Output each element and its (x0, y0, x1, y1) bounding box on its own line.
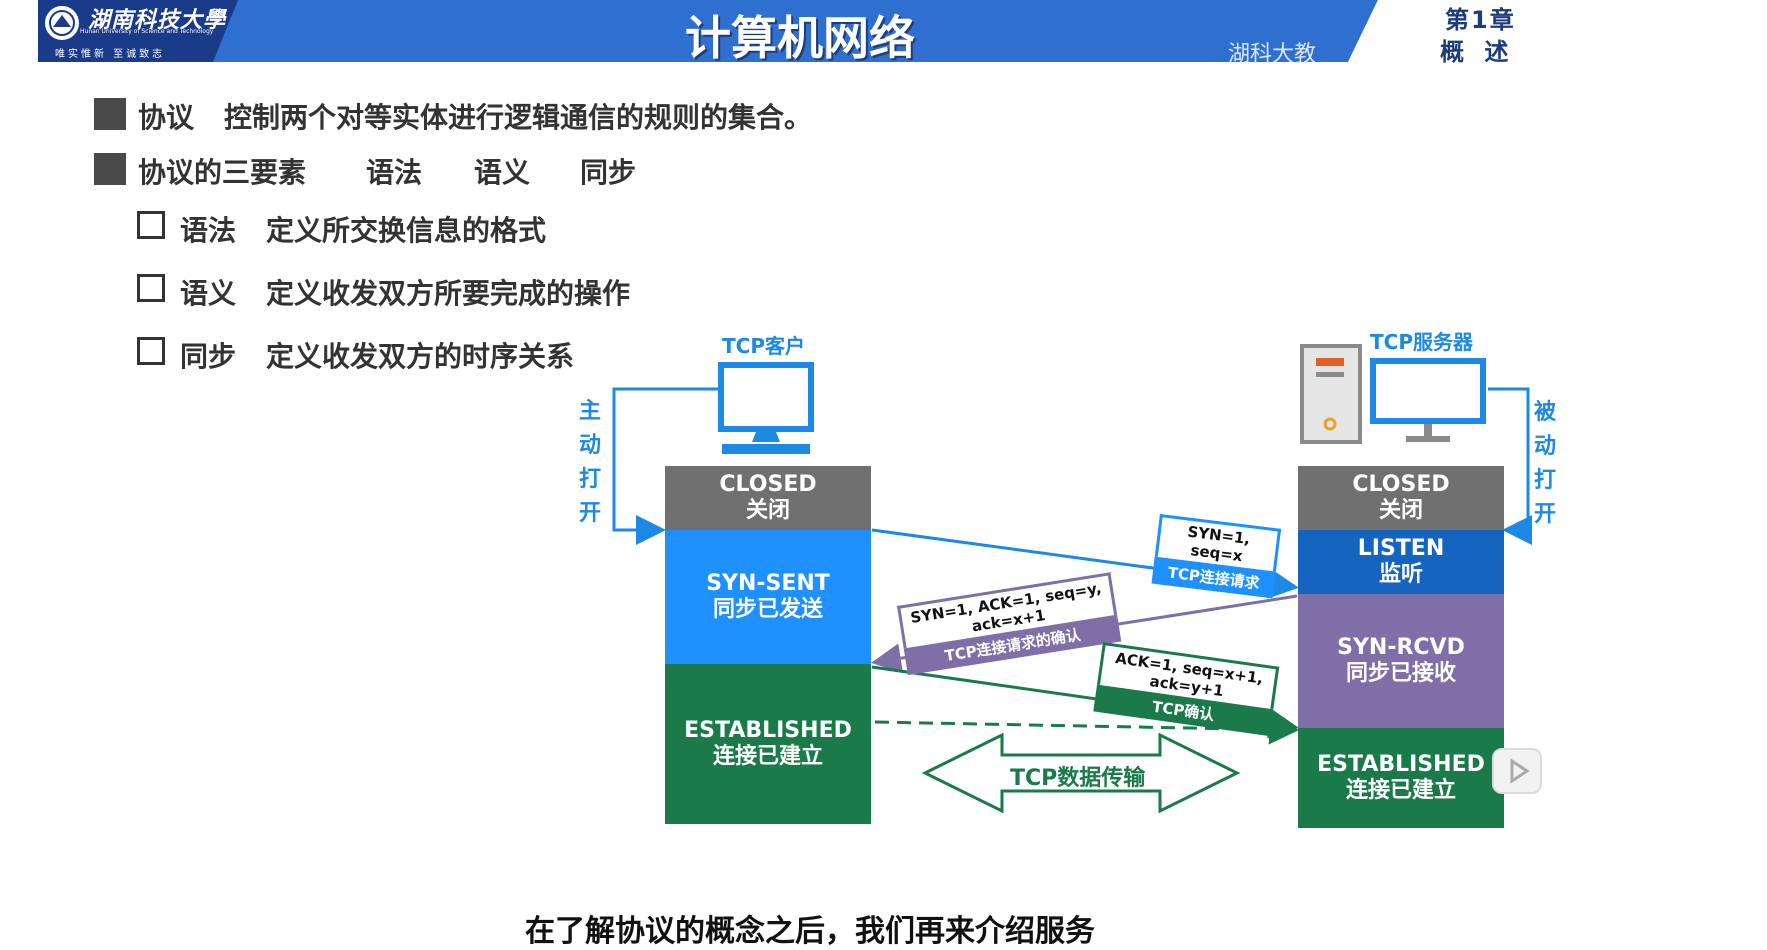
course-title: 计算机网络 (685, 11, 915, 65)
passive-open-char: 开 (1533, 502, 1556, 527)
data-transfer-label: TCP数据传输 (1010, 766, 1146, 791)
server-state-syn-rcvd: SYN-RCVD 同步已接收 (1298, 594, 1504, 728)
server-tower-icon (1300, 344, 1362, 444)
state-en: ESTABLISHED (1317, 752, 1485, 777)
bullet-square-icon (94, 98, 126, 130)
server-state-established: ESTABLISHED 连接已建立 (1298, 728, 1504, 828)
checkbox-bullet-icon (137, 211, 165, 239)
sub-bullet-description: 定义收发双方所要完成的操作 (266, 277, 631, 310)
server-label: TCP服务器 (1370, 330, 1473, 354)
bullet-square-icon (94, 153, 126, 185)
chapter-title: 概 述 (1440, 38, 1515, 66)
active-open-char: 开 (578, 501, 601, 526)
bullet-term: 协议的三要素 (138, 156, 307, 189)
active-open-char: 主 (578, 399, 601, 424)
play-button[interactable] (1492, 748, 1542, 794)
university-name: 湖南科技大學 (88, 7, 227, 33)
university-english-name: Hunan University of Science and Technolo… (80, 28, 214, 35)
video-subtitle: 在了解协议的概念之后，我们再来介绍服务 (525, 914, 1095, 949)
state-en: CLOSED (719, 472, 817, 497)
active-open-char: 打 (578, 467, 601, 492)
bullet-term: 协议 (138, 101, 195, 134)
element-semantics: 语义 (474, 156, 531, 189)
state-zh: 监听 (1378, 562, 1423, 587)
play-icon (1510, 758, 1530, 784)
client-state-closed: CLOSED 关闭 (665, 466, 871, 530)
server-state-listen: LISTEN 监听 (1298, 530, 1504, 594)
state-zh: 关闭 (745, 498, 790, 523)
state-en: ESTABLISHED (684, 718, 852, 743)
university-logo-icon (43, 4, 81, 42)
chapter-number: 第1章 (1445, 6, 1516, 34)
active-open-label: 主 动 打 开 (578, 395, 602, 531)
state-zh: 同步已发送 (712, 597, 823, 622)
bullet-description: 控制两个对等实体进行逻辑通信的规则的集合。 (224, 101, 813, 134)
sub-bullet-term: 同步 (180, 340, 237, 373)
monitor-icon (718, 362, 814, 454)
client-state-syn-sent: SYN-SENT 同步已发送 (665, 530, 871, 664)
passive-open-char: 打 (1533, 468, 1556, 493)
sub-bullet-description: 定义收发双方的时序关系 (266, 340, 575, 373)
header-banner (38, 0, 1767, 62)
university-motto: 唯实惟新 至诚致志 (55, 49, 166, 60)
sub-bullet-term: 语义 (180, 277, 237, 310)
passive-open-char: 动 (1533, 434, 1556, 459)
passive-open-label: 被 动 打 开 (1533, 396, 1557, 532)
server-state-closed: CLOSED 关闭 (1298, 466, 1504, 530)
syn-message-label: SYN=1, seq=x TCP连接请求 (1151, 514, 1282, 599)
state-en: CLOSED (1352, 472, 1450, 497)
channel-watermark: 湖科大教 (1228, 42, 1317, 67)
server-monitor-icon (1370, 358, 1486, 442)
checkbox-bullet-icon (137, 274, 165, 302)
state-zh: 连接已建立 (712, 744, 823, 769)
state-zh: 同步已接收 (1345, 661, 1456, 686)
state-en: SYN-RCVD (1337, 635, 1465, 660)
client-label: TCP客户 (722, 334, 805, 358)
checkbox-bullet-icon (137, 337, 165, 365)
sub-bullet-term: 语法 (180, 214, 237, 247)
client-state-established: ESTABLISHED 连接已建立 (665, 664, 871, 824)
state-zh: 连接已建立 (1345, 778, 1456, 803)
state-en: LISTEN (1357, 536, 1445, 561)
element-syntax: 语法 (366, 156, 423, 189)
sub-bullet-description: 定义所交换信息的格式 (266, 214, 547, 247)
element-timing: 同步 (580, 156, 637, 189)
state-en: SYN-SENT (706, 571, 830, 596)
state-zh: 关闭 (1378, 498, 1423, 523)
active-open-char: 动 (578, 433, 601, 458)
passive-open-char: 被 (1533, 400, 1556, 425)
